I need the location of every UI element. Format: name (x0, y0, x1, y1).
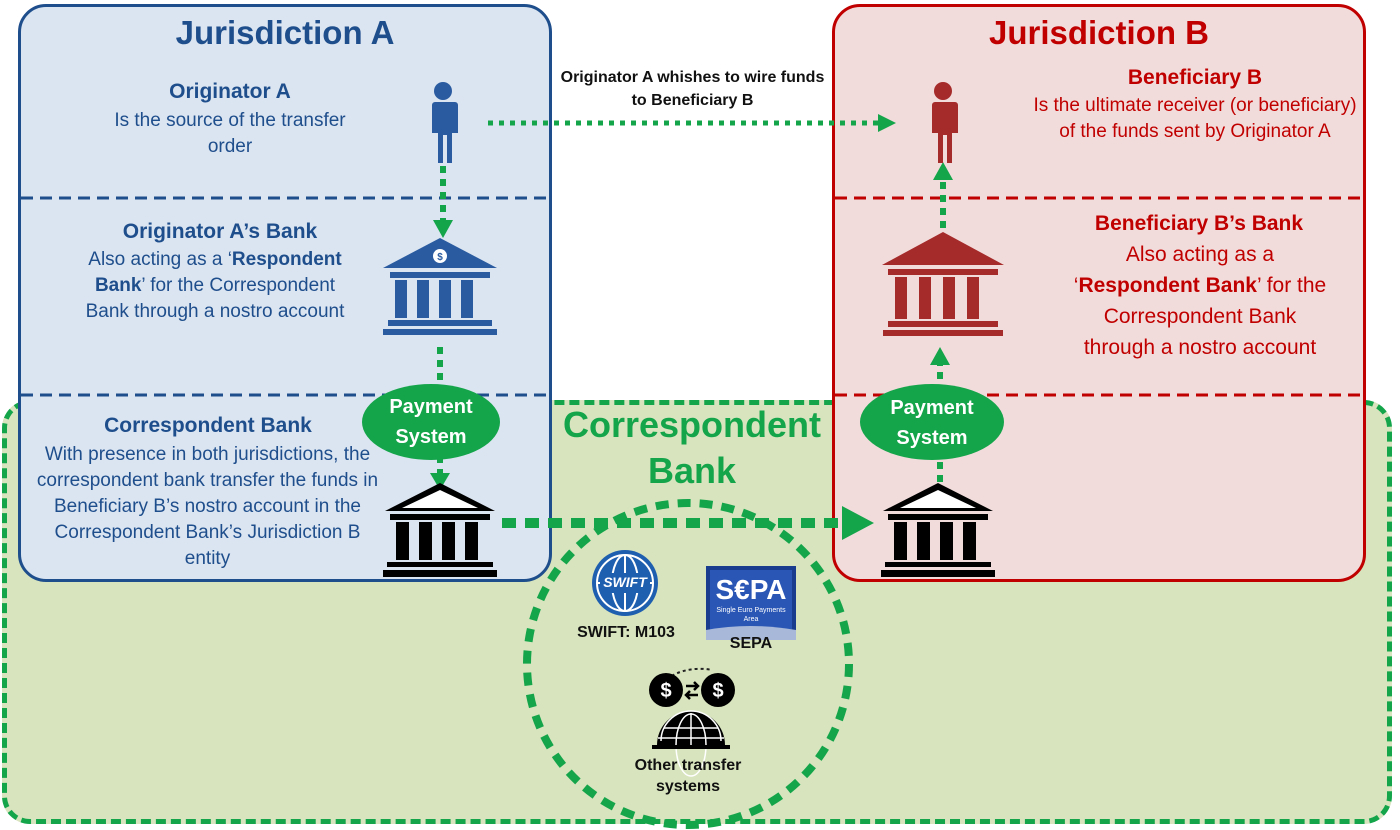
swift-label: SWIFT: M103 (577, 624, 675, 641)
other-systems-label: Other transfer systems (634, 757, 742, 795)
correspondent-bank-label: Correspondent Bank (562, 404, 821, 491)
sepa-logo-text: S€PA (715, 574, 787, 605)
swift-logo-text: SWIFT (603, 574, 647, 590)
sepa-logo (706, 566, 796, 640)
payment-system-a (362, 384, 500, 460)
svg-text:$: $ (660, 680, 671, 702)
originator-bank-desc: Also acting as a ‘Respondent Bank’ for t… (85, 249, 345, 322)
sepa-label: SEPA (729, 635, 773, 652)
bank-icon (881, 483, 995, 577)
jurisdiction-a-title: Jurisdiction A (175, 14, 395, 51)
payment-system-b-label: Payment System (890, 397, 974, 449)
beneficiary-b-desc: Is the ultimate receiver (or beneficiary… (1033, 95, 1357, 142)
transfer-systems-circle (523, 499, 853, 829)
sepa-logo-subtitle: Single Euro Payments Area (716, 607, 786, 623)
originator-a-title: Originator A (169, 80, 291, 103)
bank-icon (383, 483, 497, 577)
bank-icon (882, 232, 1004, 336)
globe-exchange-icon: $ $ (649, 667, 735, 777)
beneficiary-bank-title: Beneficiary B’s Bank (1094, 212, 1304, 235)
originator-bank-title: Originator A’s Bank (122, 220, 318, 243)
originator-a-desc: Is the source of the transfer order (114, 110, 346, 157)
payment-system-a-label: Payment System (389, 396, 473, 448)
svg-text:$: $ (712, 680, 723, 702)
person-icon (931, 82, 958, 163)
correspondent-bank-a-desc: With presence in both jurisdictions, the… (36, 444, 379, 569)
swift-logo (592, 550, 658, 616)
payment-system-b (860, 384, 1004, 460)
wire-note: Originator A whishes to wire funds to Be… (560, 69, 825, 109)
person-icon (431, 82, 458, 163)
beneficiary-bank-desc: Also acting as a ‘Respondent Bank’ for t… (1073, 243, 1327, 359)
bank-icon: $ (383, 238, 497, 335)
correspondent-bank-a-title: Correspondent Bank (104, 414, 312, 437)
svg-text:$: $ (437, 252, 443, 263)
jurisdiction-b-title: Jurisdiction B (988, 14, 1210, 51)
beneficiary-b-title: Beneficiary B (1127, 66, 1263, 89)
